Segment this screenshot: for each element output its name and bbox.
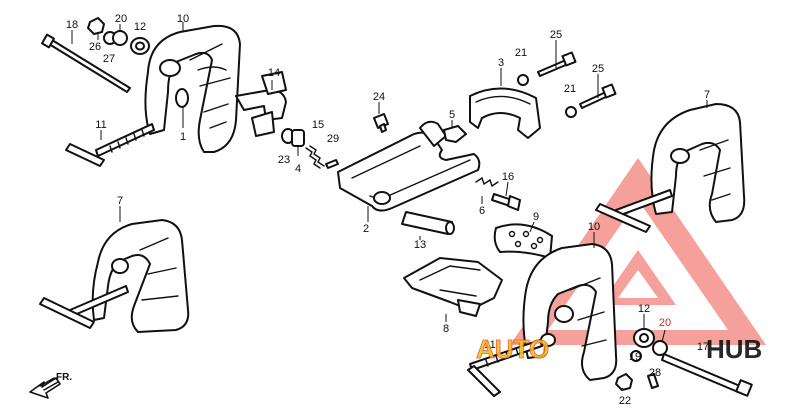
thrust-ring-9 [493,223,553,259]
label-12-lower: 12 [638,303,650,315]
washer-19 [630,350,642,362]
label-23: 23 [278,154,290,166]
bushing-12 [130,37,150,55]
label-4: 4 [295,163,301,175]
swivel-bracket-2 [337,120,481,212]
label-7-lower-left: 7 [117,195,123,207]
label-10-lower: 10 [588,221,600,233]
pin-29 [325,159,339,169]
label-18: 18 [66,19,78,31]
label-26: 26 [89,41,101,53]
nut-22 [615,373,633,391]
clip-14 [235,71,287,137]
clamp-screw-11-lower [467,339,543,397]
label-16: 16 [502,171,514,183]
clamp-bracket-lower-left [91,219,190,333]
label-20-upper: 20 [115,13,127,25]
clamp-bracket-upper-right [650,103,746,223]
clamp-screw-lower-left [39,285,129,329]
spring-6 [475,176,499,188]
label-25-upper: 25 [550,29,562,41]
block-5 [443,125,467,143]
leader-lines [71,22,708,391]
label-3: 3 [498,57,504,69]
washer-20 [112,30,128,46]
part-labels: 18 20 12 10 26 27 14 11 1 23 4 15 29 24 … [66,13,710,407]
bolt-25-lower [579,83,617,109]
bolt-25-upper [537,51,577,77]
pin-28 [647,373,659,389]
long-bolt-17 [661,353,753,397]
label-5: 5 [449,109,455,121]
label-24: 24 [373,91,385,103]
spring-15 [305,145,325,169]
label-1: 1 [180,131,186,143]
label-25-lower: 25 [592,63,604,75]
label-7-upper-right: 7 [704,89,710,101]
front-direction-arrow: FR. [29,372,72,399]
label-10-upper: 10 [177,13,189,25]
label-21-upper: 21 [515,47,527,59]
bushing-12-lower [633,328,655,348]
label-12-upper: 12 [134,21,146,33]
watermark-text-right: HUB [706,334,762,364]
label-22: 22 [619,395,631,407]
label-20-lower: 20 [659,317,671,329]
label-19: 19 [629,351,641,363]
label-9: 9 [533,211,539,223]
label-6: 6 [479,205,485,217]
sleeve-13 [401,211,455,235]
label-8: 8 [443,323,449,335]
washer-20-lower [652,340,668,356]
label-11-upper: 11 [95,119,106,131]
bolt-24 [373,113,389,133]
clamp-bracket-lower-right [522,243,618,381]
long-rod-18 [41,33,131,93]
clamp-screw-upper-right [595,189,673,233]
label-28: 28 [649,367,661,379]
tilt-bracket-8 [403,257,503,317]
label-13: 13 [414,239,426,251]
label-15: 15 [312,119,324,131]
label-2: 2 [363,223,369,235]
watermark-text: AUTO HUB [476,334,763,365]
washer-21-lower [565,106,577,118]
nut-26 [87,17,105,35]
collar-4 [291,129,305,147]
clamp-bracket-upper-left [144,24,241,153]
label-14: 14 [268,67,280,79]
front-direction-label: FR. [56,372,72,383]
screw-16 [491,193,521,211]
watermark-text-left: AUTO [476,334,549,364]
label-27: 27 [103,53,115,65]
label-17: 17 [697,341,709,353]
label-21-lower: 21 [564,83,576,95]
label-11-lower: 11 [484,339,495,351]
washer-21-upper [517,74,529,86]
clamp-screw-11-upper [65,123,155,167]
collar-3 [469,87,541,139]
label-29: 29 [327,133,339,145]
